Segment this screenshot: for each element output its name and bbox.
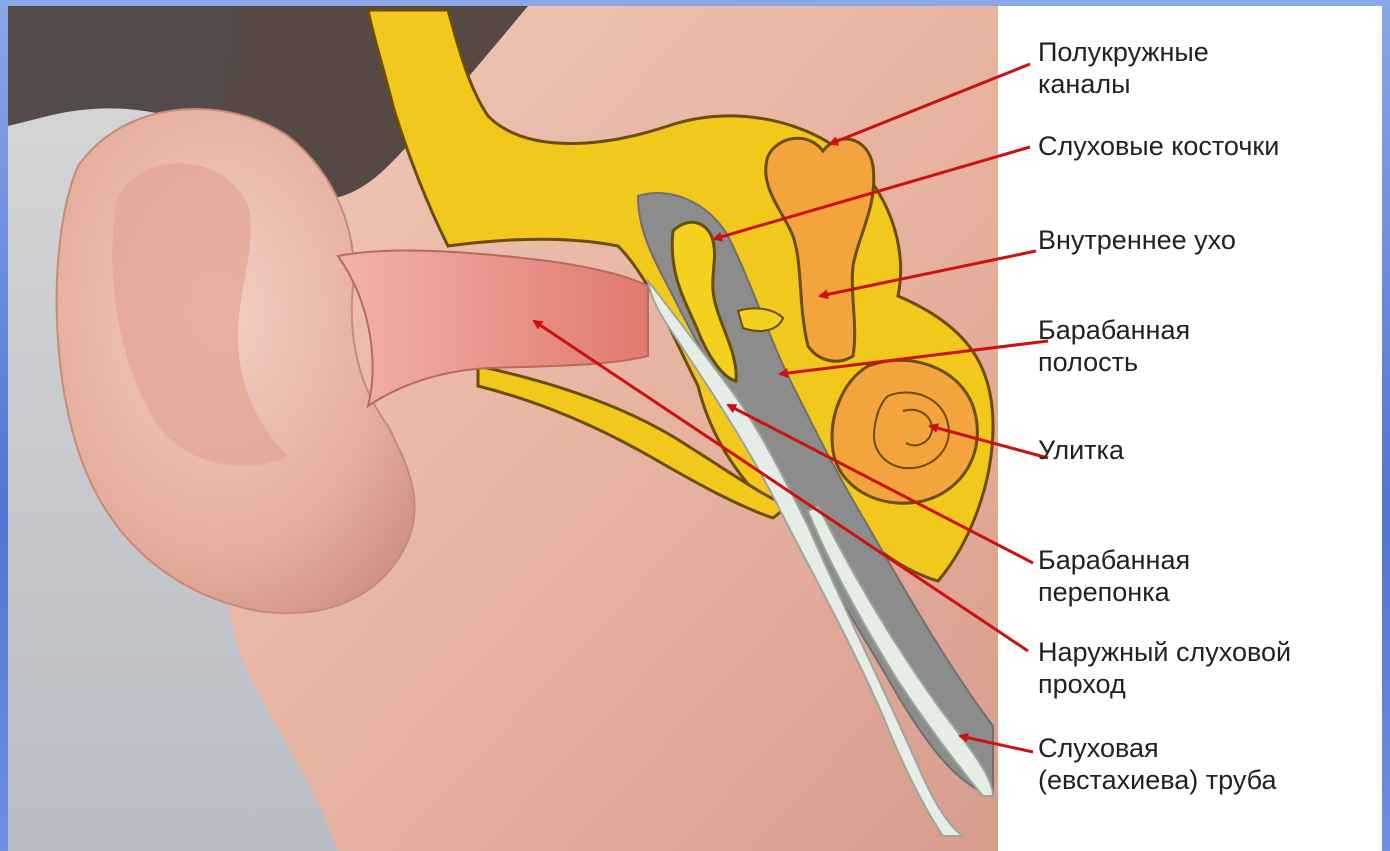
label-line: перепонка <box>1038 576 1190 608</box>
label-line: Слуховая <box>1038 732 1277 764</box>
label-line: (евстахиева) труба <box>1038 764 1277 796</box>
label-line: каналы <box>1038 68 1209 100</box>
label-line: Барабанная <box>1038 544 1190 576</box>
label-line: Полукружные <box>1038 36 1209 68</box>
label-line: Наружный слуховой <box>1038 636 1291 668</box>
label-ear-canal: Наружный слуховой проход <box>1038 636 1291 700</box>
label-semicircular-canals: Полукружные каналы <box>1038 36 1209 100</box>
label-line: Барабанная <box>1038 314 1190 346</box>
label-inner-ear: Внутреннее ухо <box>1038 224 1236 256</box>
label-line: Внутреннее ухо <box>1038 224 1236 256</box>
diagram-panel: Полукружные каналы Слуховые косточки Вну… <box>8 6 1382 851</box>
label-line: Слуховые косточки <box>1038 130 1279 162</box>
label-ossicles: Слуховые косточки <box>1038 130 1279 162</box>
label-line: Улитка <box>1038 434 1124 466</box>
label-line: проход <box>1038 668 1291 700</box>
label-cochlea: Улитка <box>1038 434 1124 466</box>
label-eardrum: Барабанная перепонка <box>1038 544 1190 608</box>
label-line: полость <box>1038 346 1190 378</box>
label-eustachian-tube: Слуховая (евстахиева) труба <box>1038 732 1277 796</box>
label-tympanic-cavity: Барабанная полость <box>1038 314 1190 378</box>
